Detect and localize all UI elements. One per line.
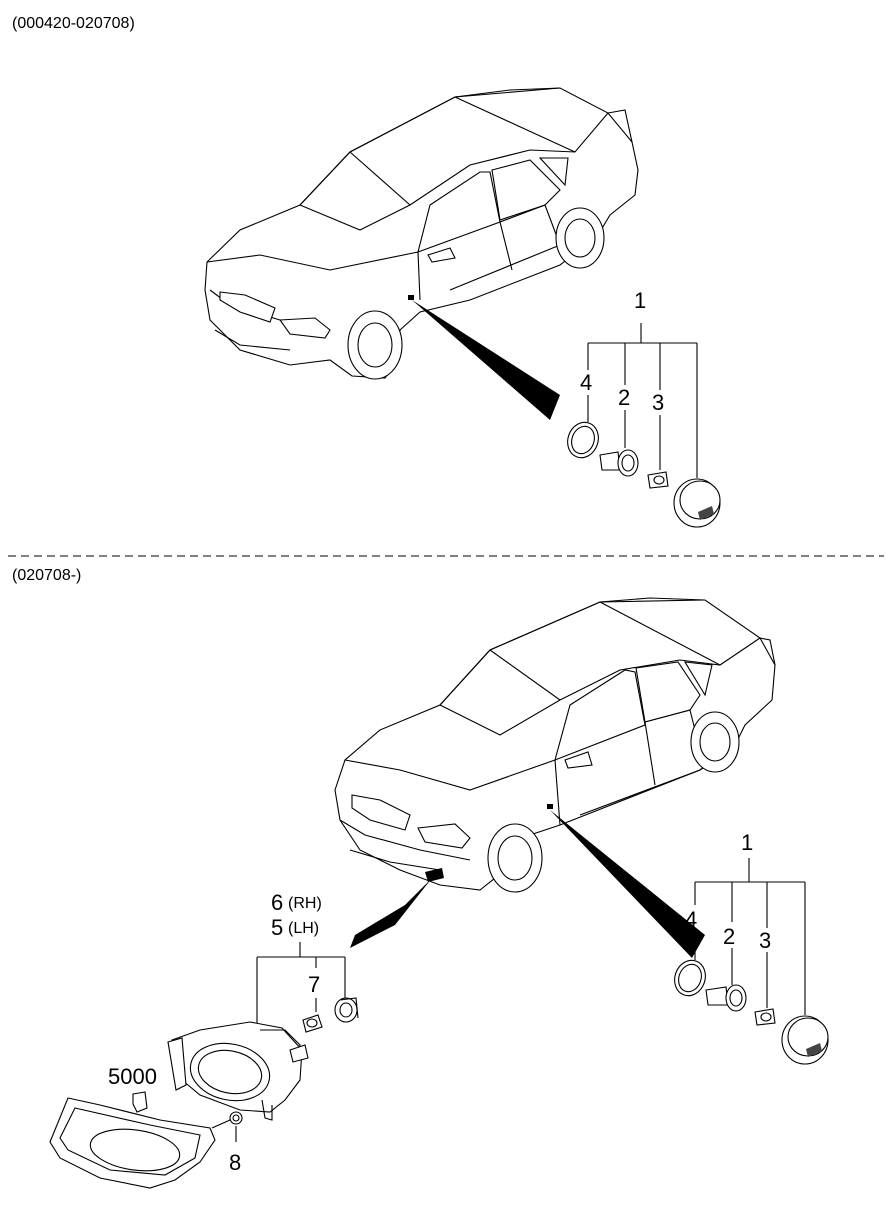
callout-2-socket-2: 2 <box>723 924 735 949</box>
callout-bracket-1 <box>587 323 698 478</box>
car-illustration-2 <box>334 597 776 893</box>
callout-8-screw: 8 <box>229 1150 241 1175</box>
wedge-bulb-1 <box>647 471 669 489</box>
fog-lamp-lh-number: 5 <box>271 915 283 940</box>
fog-lamp-rh-number: 6 <box>271 890 283 915</box>
pointer-wedge-2 <box>550 810 705 958</box>
bezel-clip <box>132 1091 148 1113</box>
callout-1-set-2: 1 <box>741 830 753 855</box>
fog-bulb <box>302 1014 323 1033</box>
wedge-bulb-2 <box>754 1008 776 1026</box>
gasket-ring-1 <box>567 421 599 459</box>
fog-lamp-lh-side: (LH) <box>288 920 319 937</box>
car-illustration-1 <box>204 87 639 380</box>
side-repeater-lamp-1 <box>673 478 721 528</box>
pointer-wedge-1 <box>412 300 560 420</box>
section-1-range-label: (000420-020708) <box>12 15 135 32</box>
callout-1-set: 1 <box>634 288 646 313</box>
fog-lamp-housing <box>167 1021 309 1121</box>
callout-4-gasket-2: 4 <box>685 907 697 932</box>
callout-7-fog-bulb: 7 <box>308 972 320 997</box>
fog-lamp-bracket <box>256 942 346 1025</box>
bulb-socket-2 <box>705 984 747 1012</box>
screw <box>229 1111 243 1125</box>
callout-3-bulb-2: 3 <box>759 928 771 953</box>
section-2-range-label: (020708-) <box>12 567 81 584</box>
pointer-wedge-fog <box>350 878 432 948</box>
fog-lamp-bezel <box>49 1097 216 1189</box>
callout-2-socket: 2 <box>618 385 630 410</box>
callout-5000-bezel: 5000 <box>108 1064 157 1089</box>
gasket-ring-2 <box>674 959 706 997</box>
callout-bracket-2 <box>694 858 806 1015</box>
callout-3-bulb: 3 <box>652 390 664 415</box>
side-repeater-lamp-2 <box>781 1015 829 1065</box>
bulb-socket-1 <box>599 449 639 477</box>
fog-lamp-rh-side: (RH) <box>288 895 322 912</box>
fog-bulb-socket <box>334 997 359 1023</box>
callout-4-gasket: 4 <box>580 370 592 395</box>
